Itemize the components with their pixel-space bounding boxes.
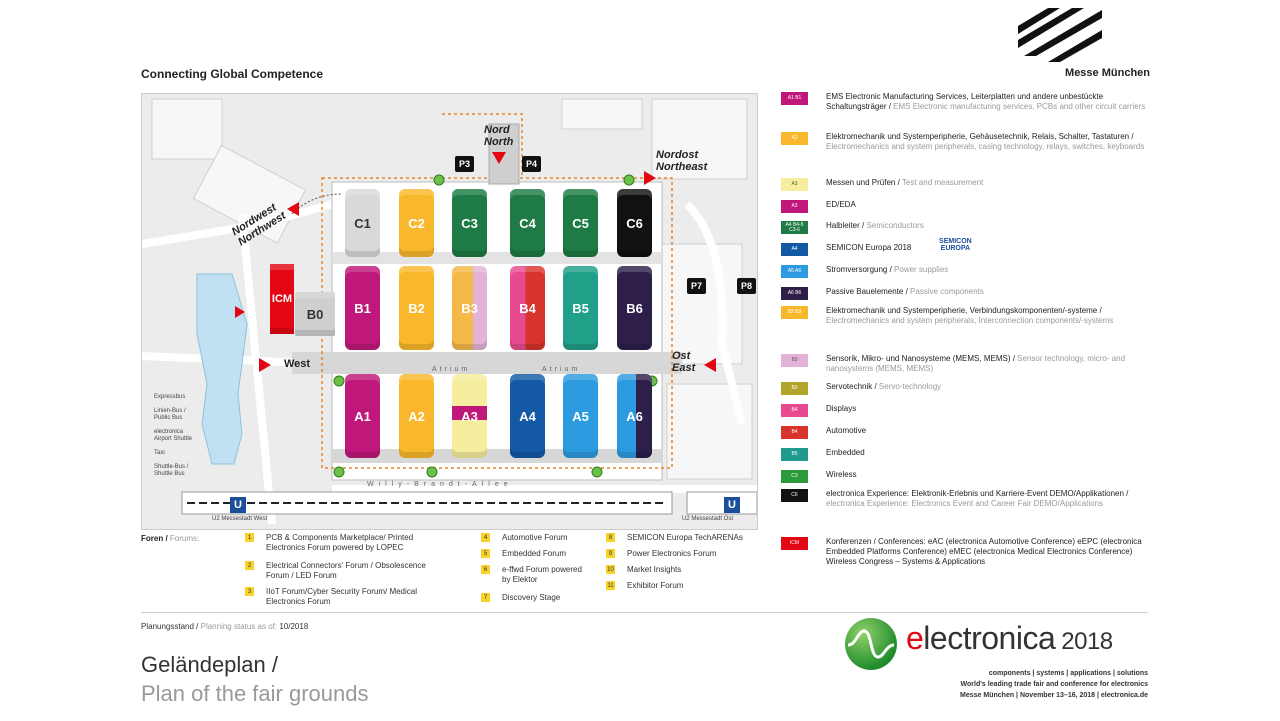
hall-b2[interactable]: B2 bbox=[399, 266, 434, 350]
legend-item-wireless: C3 Wireless bbox=[781, 470, 1151, 483]
legend-item-passive: A6 B6 Passive Bauelemente / Passive comp… bbox=[781, 287, 1151, 300]
electronica-subline: components | systems | applications | so… bbox=[960, 670, 1148, 699]
legend-chip: A1 B1 bbox=[781, 92, 808, 105]
org-name: Messe München bbox=[1065, 67, 1150, 79]
hall-a2[interactable]: A2 bbox=[399, 374, 434, 458]
parking-p4[interactable]: P4 bbox=[522, 156, 542, 172]
hall-b4[interactable]: B4 bbox=[510, 266, 545, 350]
legend-item-sensors: B3 Sensorik, Mikro- und Nanosysteme (MEM… bbox=[781, 354, 1151, 374]
ubahn-west-icon[interactable]: U bbox=[230, 497, 246, 513]
street-willy-brandt-allee: Willy-Brandt-Allee bbox=[367, 481, 513, 488]
legend-item-conferences: ICM Konferenzen / Conferences: eAC (elec… bbox=[781, 537, 1151, 567]
page-title-de: Geländeplan / bbox=[141, 652, 278, 677]
legend-item-experience: C6 electronica Experience: Elektronik-Er… bbox=[781, 489, 1151, 509]
legend-item-displays: B4 Displays bbox=[781, 404, 1151, 417]
west-entrance-arrow bbox=[259, 358, 271, 372]
east-entrance-arrow bbox=[704, 358, 716, 372]
hall-c5[interactable]: C5 bbox=[563, 189, 598, 257]
page-title-en: Plan of the fair grounds bbox=[141, 681, 369, 706]
hall-a1[interactable]: A1 bbox=[345, 374, 380, 458]
legend-item-semicon: A4 SEMICON Europa 2018 SEMICON EUROPA bbox=[781, 238, 1151, 256]
hall-b5[interactable]: B5 bbox=[563, 266, 598, 350]
parking-p8[interactable]: P8 bbox=[737, 278, 757, 294]
parking-p7[interactable]: P7 bbox=[687, 278, 707, 294]
hall-a5[interactable]: A5 bbox=[563, 374, 598, 458]
hall-b0[interactable]: B0 bbox=[295, 292, 335, 336]
messe-muenchen-logo bbox=[1018, 8, 1102, 62]
ubahn-east-label: U2 Messestadt Ost bbox=[682, 516, 734, 522]
legend-item-electromechanics: A2 Elektromechanik und Systemperipherie,… bbox=[781, 132, 1151, 152]
icm-entrance-arrow bbox=[235, 306, 245, 318]
legend-item-servo: B3 Servotechnik / Servo-technology bbox=[781, 382, 1151, 395]
legend-item-semiconductors: A4 B4-5 C3-6 Halbleiter / Semiconductors bbox=[781, 221, 1151, 234]
fairground-map: C1 C2 C3 C4 C5 C6 B1 B2 B3 B4 B5 B6 A1 A… bbox=[141, 93, 758, 530]
ubahn-east-icon[interactable]: U bbox=[724, 497, 740, 513]
hall-c4[interactable]: C4 bbox=[510, 189, 545, 257]
hall-c3[interactable]: C3 bbox=[452, 189, 487, 257]
planning-status: Planungsstand / Planning status as of: 1… bbox=[141, 622, 309, 631]
atrium-label-2: Atrium bbox=[542, 366, 581, 373]
icm-building[interactable]: ICM bbox=[270, 264, 294, 334]
hall-c6[interactable]: C6 bbox=[617, 189, 652, 257]
ubahn-west-label: U2 Messestadt West bbox=[212, 516, 268, 522]
semicon-europa-logo: SEMICON EUROPA bbox=[939, 238, 972, 252]
atrium-label-1: Atrium bbox=[432, 366, 471, 373]
divider bbox=[141, 612, 1148, 613]
hall-a4[interactable]: A4 bbox=[510, 374, 545, 458]
parking-p3[interactable]: P3 bbox=[455, 156, 475, 172]
legend-taxi: Taxi bbox=[154, 450, 165, 456]
map-transport-legend: Expressbus Linien-Bus / Public Bus elect… bbox=[154, 394, 199, 478]
legend-item-ed-eda: A3 ED/EDA bbox=[781, 200, 1151, 213]
hall-c2[interactable]: C2 bbox=[399, 189, 434, 257]
tagline: Connecting Global Competence bbox=[141, 67, 324, 81]
electronica-globe-logo bbox=[845, 618, 897, 670]
legend-item-interconnection: B2 B3 Elektromechanik und Systemperipher… bbox=[781, 306, 1151, 326]
legend-public-bus: Linien-Bus / Public Bus bbox=[154, 408, 186, 421]
legend-item-automotive: B4 Automotive bbox=[781, 426, 1151, 439]
hall-b1[interactable]: B1 bbox=[345, 266, 380, 350]
legend-item-ems: A1 B1 EMS Electronic Manufacturing Servi… bbox=[781, 92, 1151, 112]
north-entrance-arrow bbox=[492, 152, 506, 164]
hall-b6[interactable]: B6 bbox=[617, 266, 652, 350]
map-background bbox=[142, 94, 757, 529]
northeast-entrance-arrow bbox=[644, 171, 656, 185]
legend-item-embedded: B5 Embedded bbox=[781, 448, 1151, 461]
hall-c1[interactable]: C1 bbox=[345, 189, 380, 257]
northwest-entrance-arrow bbox=[287, 202, 299, 216]
legend-item-test-measurement: A3 Messen und Prüfen / Test and measurem… bbox=[781, 178, 1151, 191]
legend-airport-shuttle: electronica Airport Shuttle bbox=[154, 429, 193, 442]
hall-a6[interactable]: A6 bbox=[617, 374, 652, 458]
forums-title: Foren / Forums: bbox=[141, 534, 200, 543]
legend-item-power-supplies: A5 A6 Stromversorgung / Power supplies bbox=[781, 265, 1151, 278]
legend-shuttle-bus: Shuttle-Bus / Shuttle Bus bbox=[154, 464, 189, 477]
hall-a3[interactable]: A3 bbox=[452, 374, 487, 458]
legend-expressbus: Expressbus bbox=[154, 394, 186, 400]
entrance-west[interactable]: West bbox=[284, 358, 311, 370]
hall-b3[interactable]: B3 bbox=[452, 266, 487, 350]
